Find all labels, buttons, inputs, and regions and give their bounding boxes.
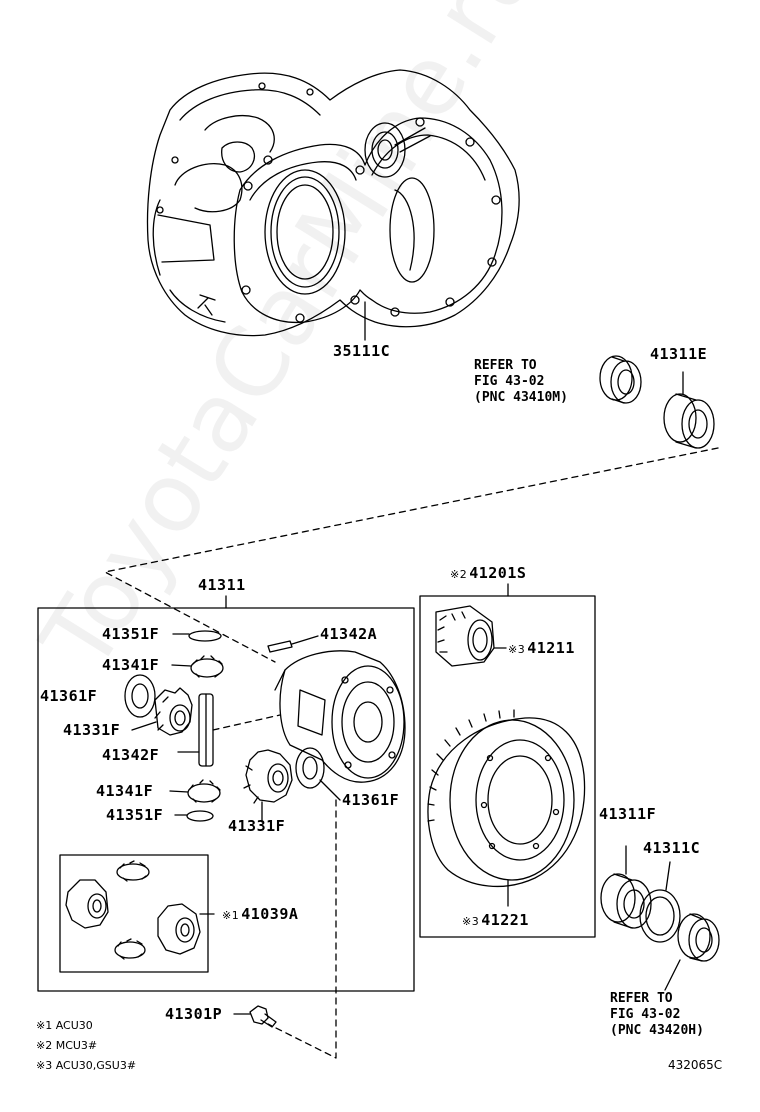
label-41221-text: 41221: [481, 911, 529, 929]
label-41039A-text: 41039A: [241, 905, 299, 923]
label-41311E: 41311E: [650, 345, 708, 363]
transaxle-housing-drawing: [146, 69, 520, 341]
shim-41311C-drawing: [639, 861, 681, 943]
label-41351F-top: 41351F: [102, 625, 160, 643]
refer-note-top: REFER TO FIG 43-02 (PNC 43410M): [474, 358, 568, 406]
mark-2: ※2: [450, 568, 468, 581]
bearing-41311E-drawing: [663, 371, 715, 449]
thrust-washer-top-drawing: [172, 630, 222, 642]
label-41361F-left: 41361F: [40, 687, 98, 705]
label-41311: 41311: [198, 576, 246, 594]
differential-case-drawing: [274, 650, 406, 783]
label-41361F-right: 41361F: [342, 791, 400, 809]
footnote-1: ※1 ACU30: [36, 1019, 93, 1032]
pinion-gear-bottom-drawing: [169, 779, 221, 803]
pinion-gear-top-drawing: [171, 655, 224, 678]
mark-3b: ※3: [462, 915, 480, 928]
ring-gear-41221-drawing: [427, 709, 586, 907]
label-41341F-top: 41341F: [102, 656, 160, 674]
mark-1: ※1: [222, 909, 240, 922]
label-41211-text: 41211: [527, 639, 575, 657]
label-41201S-text: 41201S: [469, 564, 527, 582]
footnote-3: ※3 ACU30,GSU3#: [36, 1059, 137, 1072]
gear-kit-box: [59, 854, 209, 973]
refer-note-bottom: REFER TO FIG 43-02 (PNC 43420H): [610, 991, 704, 1039]
refer-bottom-line2: FIG 43-02: [610, 1007, 681, 1022]
oil-seal-top-drawing: [599, 355, 642, 404]
gear-kit-drawing: [65, 860, 215, 960]
label-41341F-bottom: 41341F: [96, 782, 154, 800]
label-35111C: 35111C: [333, 342, 391, 360]
side-washer-left-drawing: [124, 674, 156, 718]
footnote-2: ※2 MCU3#: [36, 1039, 98, 1052]
label-41342A: 41342A: [320, 625, 378, 643]
refer-top-line3: (PNC 43410M): [474, 390, 568, 405]
refer-bottom-line3: (PNC 43420H): [610, 1023, 704, 1038]
label-41331F-left: 41331F: [63, 721, 121, 739]
figure-code: 432065C: [668, 1058, 723, 1072]
label-41301P: 41301P: [165, 1005, 223, 1023]
oil-seal-bottom-drawing: [664, 913, 720, 991]
mark-3a: ※3: [508, 643, 526, 656]
refer-top-line2: FIG 43-02: [474, 374, 545, 389]
label-41342F: 41342F: [102, 746, 160, 764]
label-41331F-right: 41331F: [228, 817, 286, 835]
label-41311C: 41311C: [643, 839, 701, 857]
side-gear-left-drawing: [131, 687, 193, 736]
drive-pinion-41211-drawing: [435, 605, 507, 667]
label-41311F: 41311F: [599, 805, 657, 823]
pin-41342A-drawing: [267, 635, 319, 653]
label-41351F-bottom: 41351F: [106, 806, 164, 824]
bearing-41311F-drawing: [600, 845, 652, 929]
refer-top-line1: REFER TO: [474, 358, 537, 373]
bolt-41301P-drawing: [233, 1005, 277, 1028]
thrust-washer-bottom-drawing: [174, 810, 214, 822]
side-washer-right-drawing: [295, 747, 341, 801]
pinion-shaft-drawing: [177, 693, 281, 767]
refer-bottom-line1: REFER TO: [610, 991, 673, 1006]
side-gear-right-drawing: [243, 749, 293, 823]
